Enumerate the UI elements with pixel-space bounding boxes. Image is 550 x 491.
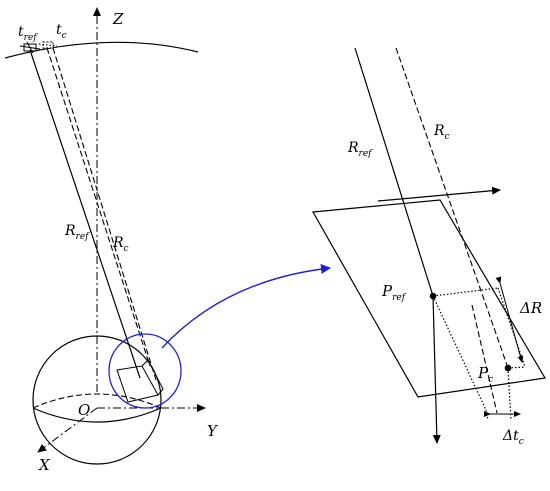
r-c-left-label: Rc xyxy=(112,235,129,254)
proj-top xyxy=(432,287,499,297)
r-c-right-label: Rc xyxy=(433,123,450,142)
x-axis-label: X xyxy=(38,456,51,474)
r-ref-ray-below xyxy=(432,295,441,444)
t-c-label: tc xyxy=(56,22,67,41)
tick-left xyxy=(485,409,489,421)
p-ref-label: Pref xyxy=(381,282,407,303)
x-axis xyxy=(37,407,98,453)
ground-plane xyxy=(312,199,546,398)
tick-right xyxy=(507,367,512,421)
r-c-ray-zoom xyxy=(395,47,509,369)
r-c-ray-below xyxy=(471,304,498,414)
r-c-ray-2 xyxy=(52,47,157,381)
t-ref-label: tref xyxy=(18,24,38,43)
p-ref-point xyxy=(429,292,437,300)
satellite-c-icon xyxy=(38,41,58,49)
delta-r-label: ΔR xyxy=(519,299,542,317)
z-axis-label: Z xyxy=(112,10,124,28)
equator-back xyxy=(32,393,162,409)
proj-pc xyxy=(507,366,526,369)
r-ref-ray xyxy=(29,49,141,379)
equator-front xyxy=(32,407,162,423)
satellite-ref-icon xyxy=(19,41,41,54)
p-c-label: Pc xyxy=(477,364,493,385)
r-ref-ray-zoom xyxy=(354,47,434,297)
r-ref-left-label: Rref xyxy=(64,223,90,242)
orbit-arc xyxy=(4,41,199,59)
y-axis-label: Y xyxy=(207,422,219,440)
earth-sphere xyxy=(32,335,162,465)
azimuth-arrow xyxy=(377,186,501,202)
zoom-ellipse xyxy=(108,333,182,409)
p-c-point xyxy=(504,364,512,372)
proj-left-down xyxy=(432,295,487,411)
delta-r-arrow xyxy=(495,276,524,363)
r-ref-right-label: Rref xyxy=(347,140,373,159)
zoom-arrow xyxy=(161,264,331,349)
origin-label: O xyxy=(78,401,90,419)
r-c-ray-1 xyxy=(46,47,151,367)
delta-t-label: Δtc xyxy=(502,428,524,447)
footprint-edge xyxy=(141,359,164,396)
